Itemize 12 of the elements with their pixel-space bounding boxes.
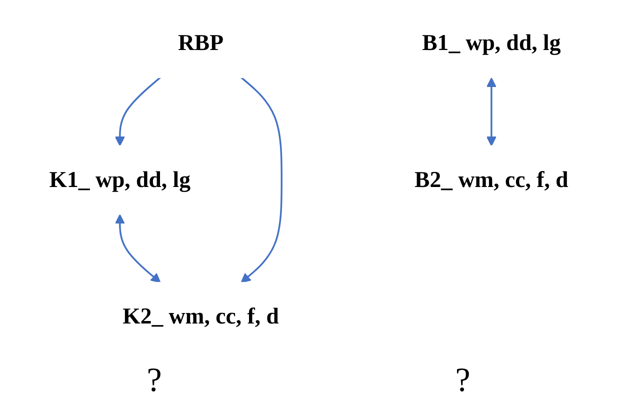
question-mark: ?: [146, 362, 162, 400]
arrow: [486, 77, 496, 146]
diagram: RBP K1_ wp, dd, lg K2_ wm, cc, f, d B1_ wp, dd, lg B2_ wm, cc, f, d: [6, 0, 612, 360]
node-text: B1_ wp, dd, lg: [422, 30, 560, 56]
node-text: K2_ wm, cc, f, d: [122, 304, 279, 330]
node-text: K1_ wp, dd, lg: [48, 167, 190, 193]
arrow: [114, 76, 161, 146]
node-text: B2_ wm, cc, f, d: [414, 167, 568, 193]
arrow: [114, 214, 160, 283]
node-text: RBP: [178, 30, 224, 56]
question-mark: ?: [455, 362, 470, 400]
arrow: [240, 76, 282, 283]
